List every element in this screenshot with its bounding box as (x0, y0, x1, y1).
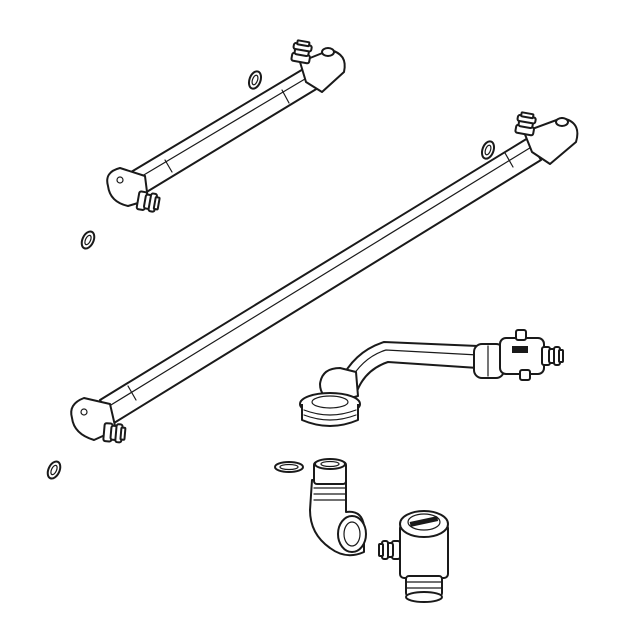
long-pipe-band-2 (504, 152, 514, 168)
short-pipe-highlight (131, 75, 311, 183)
tee-connector (378, 510, 449, 603)
threaded-elbow (309, 458, 367, 557)
threaded-elbow-threads (313, 487, 347, 501)
threaded-elbow-top (314, 458, 346, 470)
drain-pipe-assembly (299, 329, 564, 427)
drain-valve-barb (541, 346, 564, 366)
drain-valve-knob-top (515, 329, 527, 341)
tee-bottom-end (405, 591, 443, 603)
short-pipe-right-cap (321, 47, 335, 57)
tee-top-inner (407, 513, 441, 531)
o-ring-2 (78, 228, 98, 252)
threaded-elbow-top-hole (320, 460, 340, 468)
tee-screw-slot (409, 516, 439, 527)
long-pipe-left-screw (80, 408, 88, 416)
drain-valve-slot (512, 346, 528, 353)
o-ring-3 (478, 138, 498, 162)
tee-side-barb (378, 540, 401, 560)
drain-base-hole (311, 395, 349, 409)
long-pipe-assembly (70, 110, 579, 444)
short-pipe-tube (125, 67, 319, 197)
tee-bottom-threads (405, 581, 443, 589)
long-pipe-right-barb (514, 110, 538, 137)
drain-valve-knob-bottom (519, 369, 531, 381)
long-pipe-right-cap (555, 117, 569, 127)
short-pipe-left-screw (116, 176, 124, 184)
short-pipe-assembly (106, 38, 346, 214)
threaded-elbow-outlet-hole (343, 521, 361, 547)
drain-valve-body (499, 337, 545, 375)
long-pipe-left-barb (102, 422, 127, 444)
o-ring-5 (274, 461, 304, 473)
short-pipe-left-barb (135, 190, 162, 214)
long-pipe-highlight (105, 145, 534, 409)
threaded-elbow-outlet (337, 515, 367, 553)
short-pipe-band-2 (281, 89, 290, 104)
short-pipe-right-barb (290, 38, 314, 65)
o-ring-4 (44, 458, 64, 482)
o-ring-1 (245, 68, 265, 92)
drain-base-threads (303, 409, 357, 421)
long-pipe-band (127, 385, 137, 401)
short-pipe-band (164, 159, 173, 173)
